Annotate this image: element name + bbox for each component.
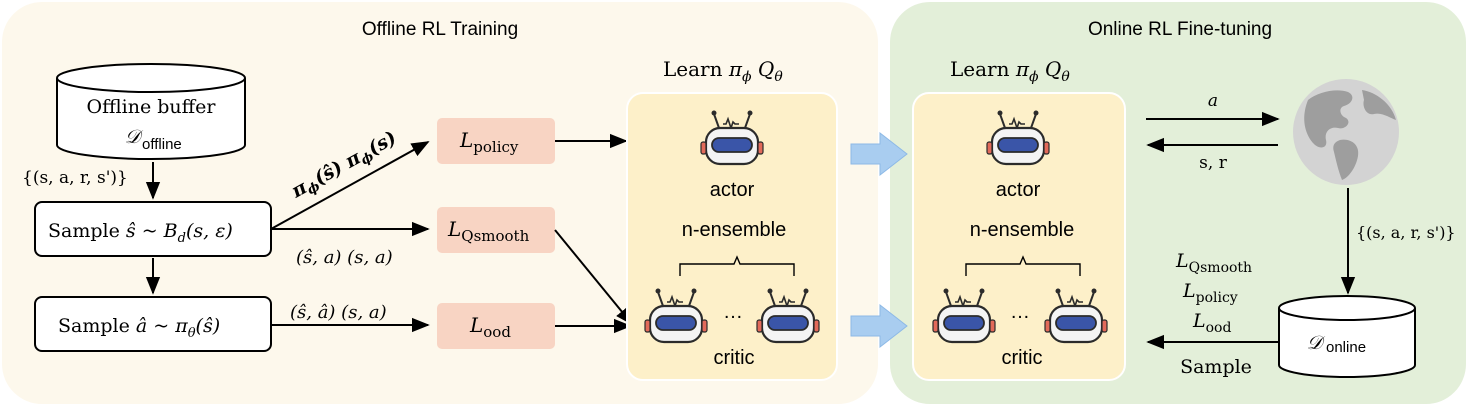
policy-edge-arrow (270, 141, 430, 230)
online-ensemble-label: n-ensemble (970, 219, 1075, 241)
online-loss-policy: Lpolicy (1182, 280, 1238, 306)
online-critic-label: critic (1001, 347, 1042, 369)
loss-ood-box: Lood (437, 303, 555, 349)
svg-text:Lpolicy: Lpolicy (459, 128, 519, 156)
svg-text:Lood: Lood (469, 313, 511, 341)
sample-label: Sample (1180, 356, 1252, 378)
sample-state-text: Sample ŝ ~ Bd(s, ε) (48, 220, 233, 246)
offline-buffer-symbol: 𝒟 (125, 126, 144, 148)
ood-edge-label: (ŝ, â) (s, a) (290, 302, 387, 323)
offline-buffer: Offline buffer 𝒟 offline (56, 63, 246, 160)
offline-actor-label: actor (710, 179, 755, 201)
online-buffer: 𝒟 online (1278, 295, 1416, 378)
online-loss-qsmooth: LQsmooth (1175, 250, 1252, 276)
offline-buffer-label: Offline buffer (87, 96, 217, 118)
online-dots: … (1010, 301, 1030, 323)
online-section-title: Online RL Fine-tuning (1088, 19, 1272, 40)
loss-policy-box: Lpolicy (437, 118, 555, 164)
transfer-arrow-critic (850, 303, 908, 349)
offline-buffer-subscript: offline (142, 136, 182, 153)
online-ensemble-brace (965, 255, 1081, 276)
offline-ensemble-label: n-ensemble (682, 219, 787, 241)
online-buffer-subscript: online (1326, 339, 1366, 356)
offline-critic-label: critic (713, 347, 754, 369)
action-label: a (1208, 91, 1218, 111)
offline-learn-header: Learn πϕ Qθ (663, 57, 783, 85)
svg-text:LQsmooth: LQsmooth (447, 217, 530, 245)
feedback-label: s, r (1199, 153, 1228, 173)
loss-qsmooth-box: LQsmooth (437, 207, 555, 253)
online-loss-ood: Lood (1192, 310, 1231, 336)
sample-action-text: Sample â ~ πθ(ŝ) (58, 315, 220, 341)
qsmooth-to-critic-arrow (554, 229, 634, 326)
qsmooth-edge-label: (ŝ, a) (s, a) (296, 247, 393, 268)
offline-dots: … (723, 301, 743, 323)
offline-tuple-label: {(s, a, r, s')} (22, 168, 128, 188)
online-buffer-symbol: 𝒟 (1307, 332, 1326, 354)
globe-icon (1293, 79, 1399, 185)
transfer-arrow-actor (850, 131, 908, 177)
offline-ensemble-brace (679, 255, 795, 276)
online-actor-label: actor (996, 179, 1041, 201)
online-tuple-label: {(s, a, r, s')} (1356, 223, 1456, 242)
online-learn-header: Learn πϕ Qθ (950, 57, 1070, 85)
offline-section-title: Offline RL Training (362, 19, 518, 40)
